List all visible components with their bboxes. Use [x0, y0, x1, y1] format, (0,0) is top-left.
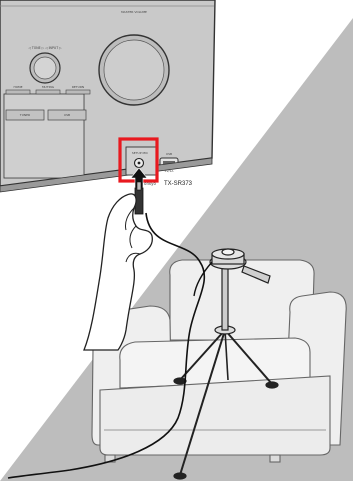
home-button[interactable]: [6, 90, 30, 94]
microphone-capsule: [222, 249, 234, 255]
volume-label: MASTER VOLUME: [121, 10, 147, 14]
muting-button[interactable]: [36, 90, 60, 94]
return-button[interactable]: [66, 90, 90, 94]
usb-button-label: USB: [64, 113, 70, 117]
input-selector-label: ◁ TONE ▷ ◁ INPUT ▷: [28, 46, 62, 50]
model-label: TX-SR373: [164, 181, 193, 187]
setup-mic-label: SETUP MIC: [132, 151, 148, 155]
tuner-label: TUNER: [19, 113, 30, 117]
home-label: HOME: [13, 85, 22, 89]
muting-label: MUTING: [42, 85, 55, 89]
av-receiver: ◁ TONE ▷ ◁ INPUT ▷ HOME MUTING RETURN TU…: [0, 0, 215, 192]
return-label: RETURN: [72, 85, 84, 89]
usb-port-label: USB: [166, 152, 172, 156]
